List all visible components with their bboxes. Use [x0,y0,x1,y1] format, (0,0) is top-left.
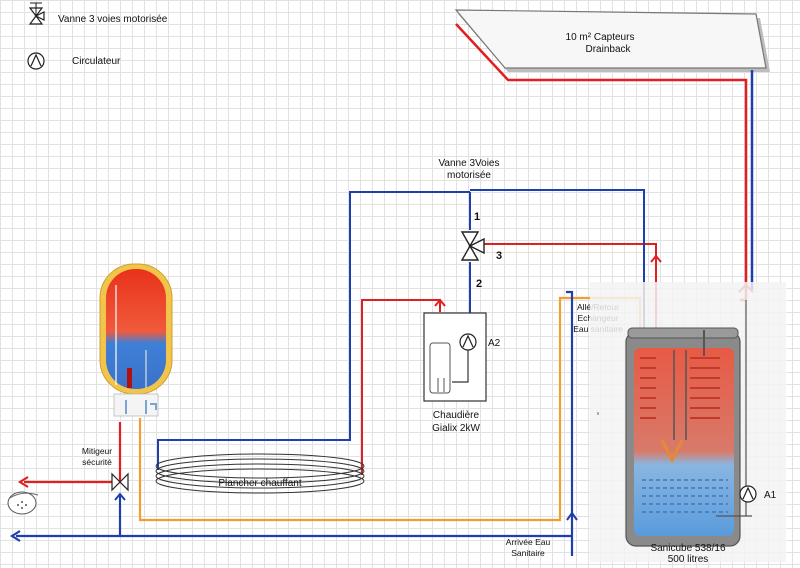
sanicube-tank [590,282,786,562]
heating-pipe-supply [157,191,470,470]
mixer-subtitle: sécurité [82,457,112,467]
valve-port-2: 2 [476,278,482,290]
boiler-arrow-icon [434,298,446,307]
pump-a2-label: A2 [488,338,501,349]
collector-title: 10 m² Capteurs [566,32,635,43]
valve-port-3: 3 [496,250,502,262]
floor-heating-coils [155,453,365,494]
shower-icon [7,491,39,515]
branch-arrow-icon [114,492,126,501]
water-inlet-subtitle: Sanitaire [511,548,545,558]
tank-model: Sanicube 538/16 [650,543,726,554]
valve-title: Vanne 3Voies [439,158,500,169]
water-heater [99,263,173,417]
pump-a2-icon [459,333,477,351]
boiler [423,312,487,402]
boiler-model: Gialix 2kW [432,423,480,434]
legend-valve-label: Vanne 3 voies motorisée [58,14,168,25]
boiler-pipe-return [361,299,441,475]
pump-a1-icon [739,485,757,503]
exchanger-arrow-icon [650,254,662,263]
legend-pump-icon [27,52,45,70]
collector-subtitle: Drainback [585,44,631,55]
tank-capacity: 500 litres [668,554,709,565]
legend-pump-label: Circulateur [72,56,121,67]
boiler-internal-pipe [452,350,469,383]
outlet-arrow-icon [17,476,29,488]
cold-water-tank-feed [566,290,574,556]
valve-port-1: 1 [474,211,480,223]
solar-collector [454,9,770,72]
mixer-valve-icon [111,472,129,492]
floor-heating-label: Plancher chauffant [218,478,301,489]
mixer-title: Mitigeur [82,446,112,456]
boiler-title: Chaudière [433,410,480,421]
legend-valve-icon [28,2,45,25]
valve-subtitle: motorisée [447,170,491,181]
tank-feed-arrow-icon [566,511,578,521]
three-way-valve-icon [460,231,485,261]
pump-a1-label: A1 [764,490,777,501]
water-inlet-title: Arrivée Eau [506,537,551,547]
inlet-arrow-icon [9,530,21,542]
